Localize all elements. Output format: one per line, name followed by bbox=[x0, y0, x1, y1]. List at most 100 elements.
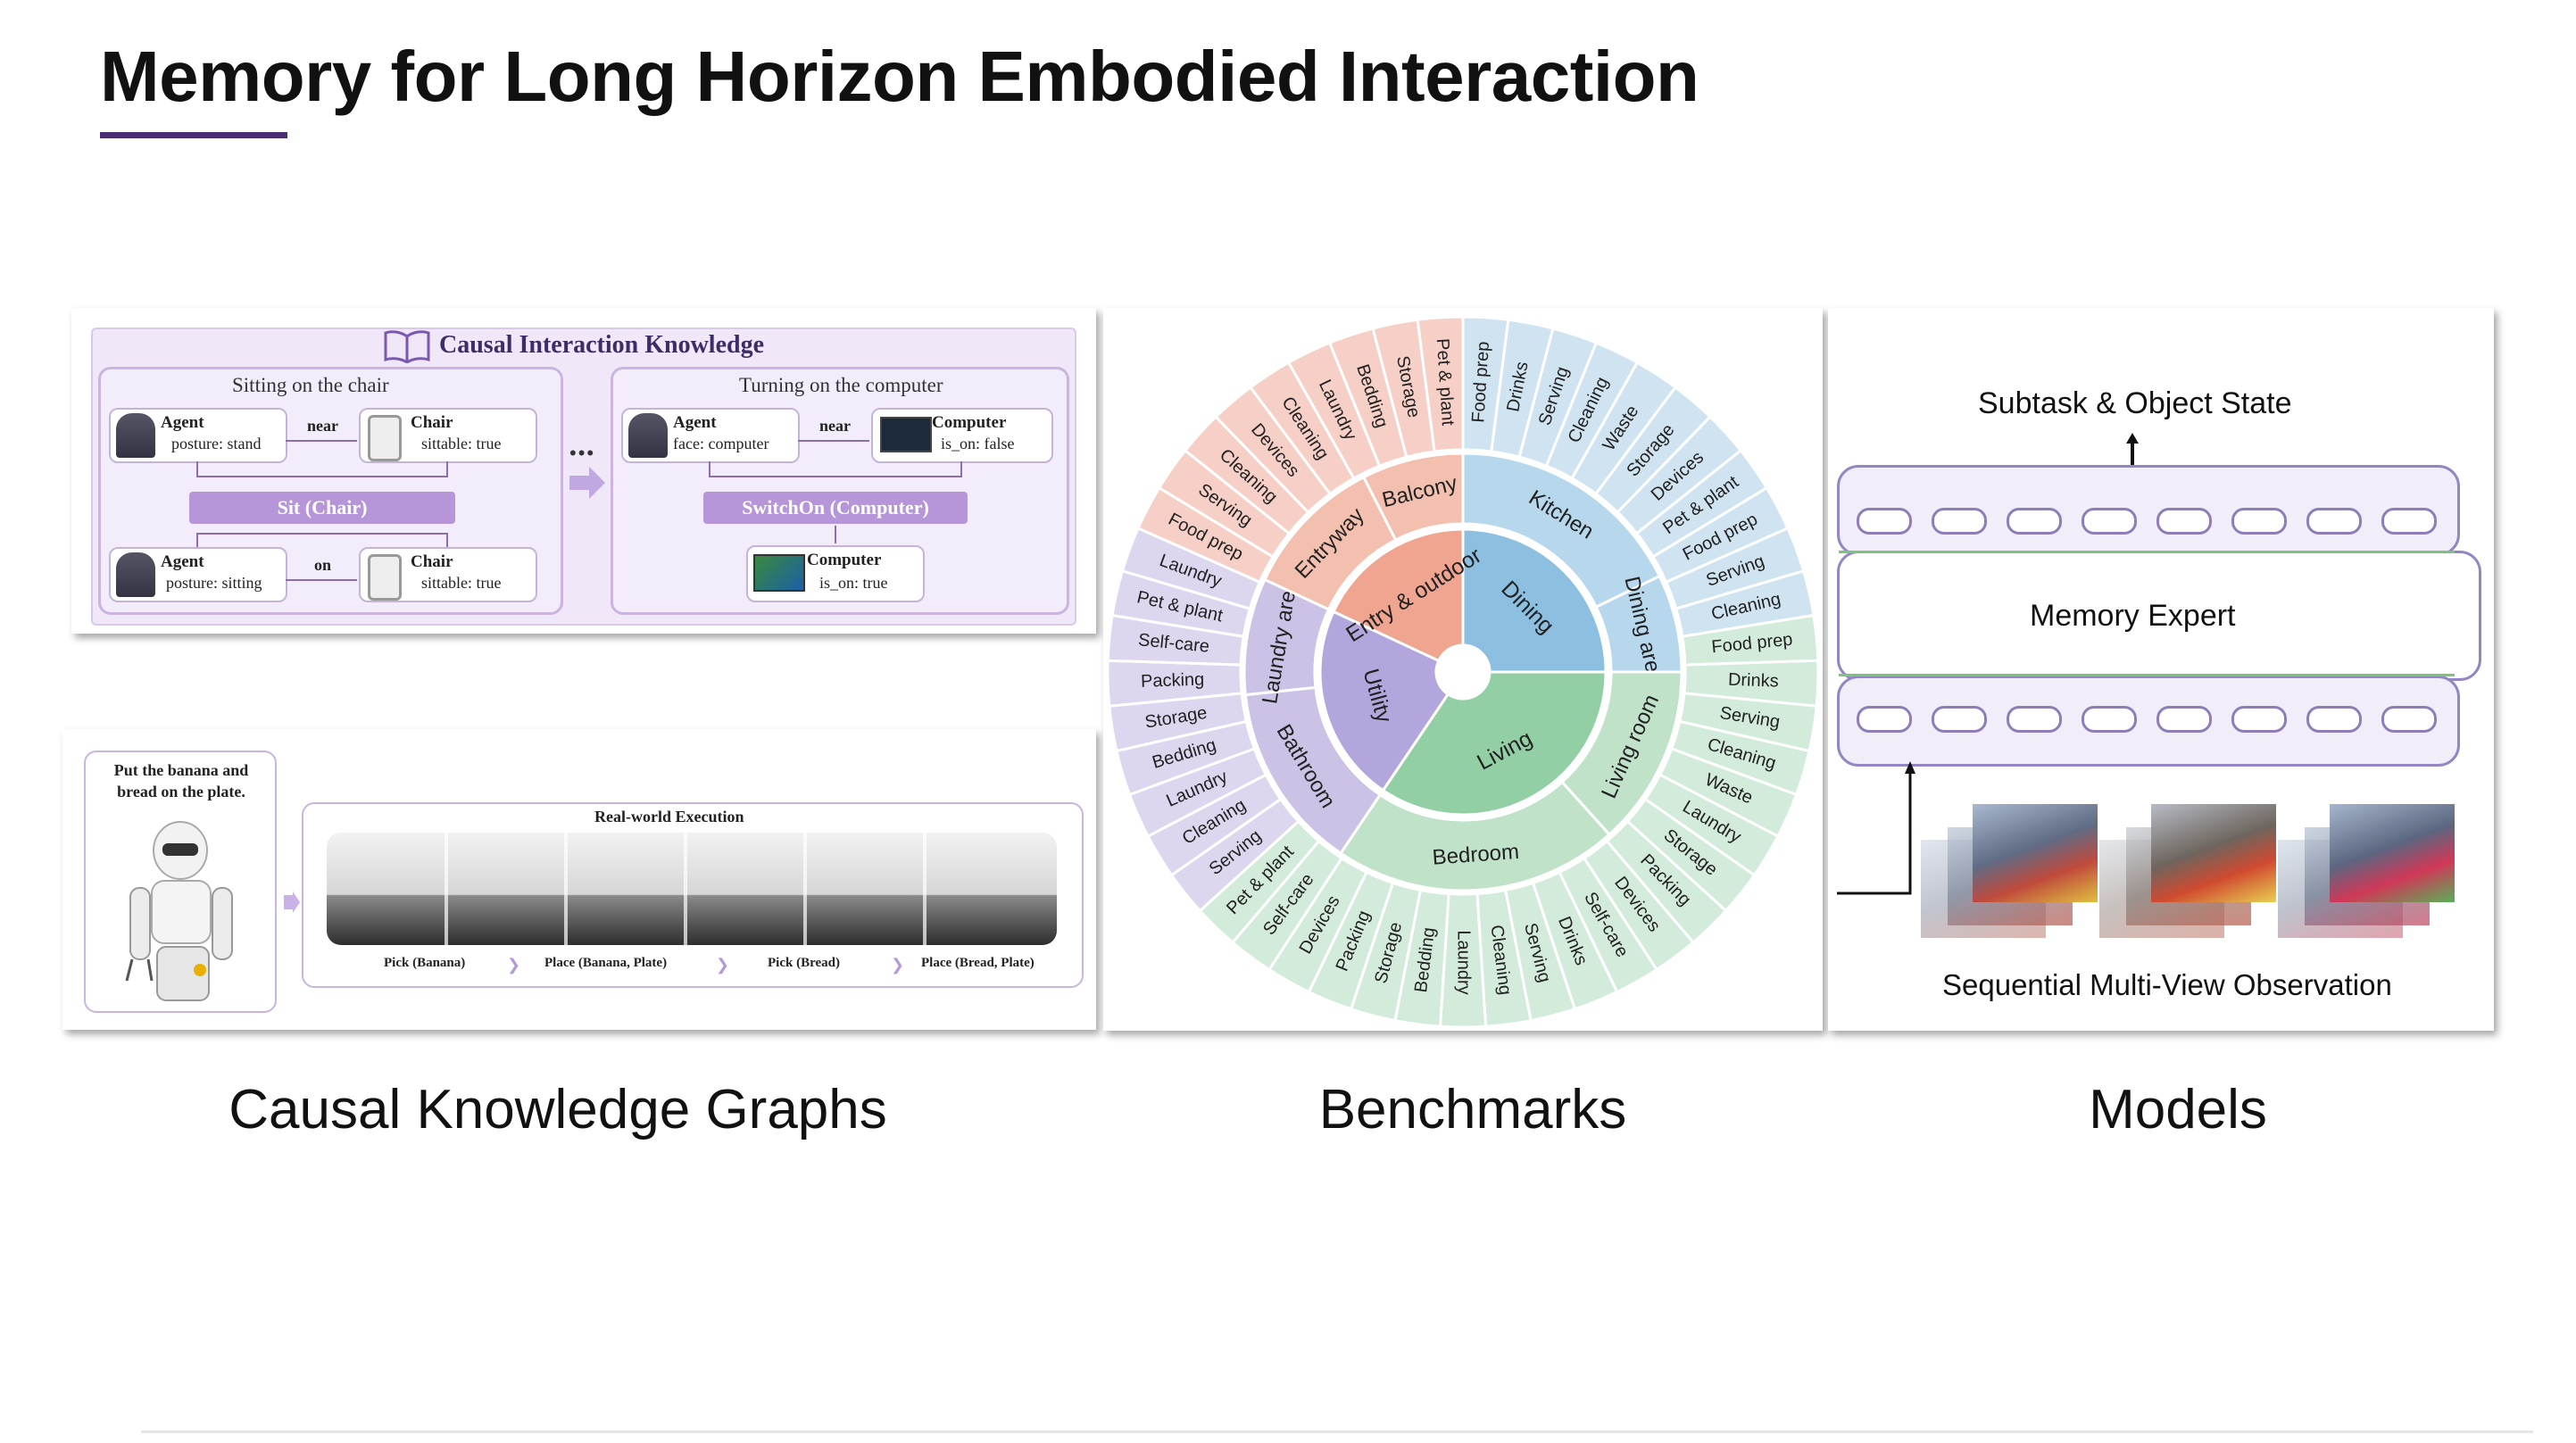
obs-frame bbox=[2151, 804, 2276, 902]
top-token-bar bbox=[1837, 465, 2460, 556]
causal-header: Causal Interaction Knowledge bbox=[439, 331, 764, 359]
computer-off-node: Computer is_on: false bbox=[871, 408, 1053, 463]
frame-divider-4 bbox=[803, 833, 807, 945]
frame-divider-2 bbox=[564, 833, 568, 945]
computer-off-title: Computer bbox=[932, 413, 1007, 432]
input-token bbox=[1857, 706, 1912, 733]
action-switchon: SwitchOn (Computer) bbox=[703, 492, 968, 524]
step-arrow-icon-2: ❯ bbox=[716, 956, 730, 974]
chair-bottom-state: sittable: true bbox=[421, 574, 502, 592]
relation-line-2 bbox=[286, 579, 357, 581]
bracket-bottom-horiz bbox=[196, 533, 448, 535]
output-token bbox=[1932, 508, 1987, 535]
chair-bottom-title: Chair bbox=[411, 552, 453, 571]
footer-rule bbox=[141, 1431, 2533, 1433]
instruction-text: Put the banana and bread on the plate. bbox=[113, 761, 249, 800]
agent-face-state: face: computer bbox=[673, 435, 769, 452]
frame-divider-1 bbox=[445, 833, 448, 945]
chair-top-title: Chair bbox=[411, 413, 453, 432]
relation-line-3 bbox=[798, 440, 869, 442]
input-token bbox=[2156, 706, 2212, 733]
bracket-top-horiz bbox=[196, 476, 448, 477]
bracket-left-top bbox=[196, 461, 198, 476]
bracket-left-bottom bbox=[196, 533, 198, 547]
agent-stand-node: Agent posture: stand bbox=[109, 408, 287, 463]
robot-figure bbox=[125, 818, 241, 1006]
input-token bbox=[1932, 706, 1987, 733]
execution-frames bbox=[327, 833, 1057, 945]
agent-icon-3 bbox=[628, 413, 668, 458]
bracket-right-top bbox=[446, 461, 448, 476]
right-arrow-icon bbox=[568, 465, 607, 501]
bottom-token-bar bbox=[1837, 676, 2460, 767]
step-arrow-icon-3: ❯ bbox=[891, 956, 905, 974]
inner-segment bbox=[1381, 670, 1608, 817]
continuation-dots: ••• bbox=[569, 442, 596, 464]
chair-top-state: sittable: true bbox=[421, 435, 502, 452]
causal-knowledge-panel: Causal Interaction Knowledge Sitting on … bbox=[71, 308, 1096, 634]
model-panel: Subtask & Object State Memory Expert bbox=[1828, 308, 2494, 1031]
bracket-r-left bbox=[709, 461, 710, 476]
agent-sitting-title: Agent bbox=[161, 552, 204, 571]
execution-panel: Put the banana and bread on the plate. R… bbox=[62, 729, 1096, 1030]
relation-near-1: near bbox=[307, 417, 338, 435]
monitor-icon bbox=[880, 417, 932, 452]
outer-label: Packing bbox=[1141, 670, 1205, 692]
output-label: Subtask & Object State bbox=[1978, 386, 2292, 420]
agent-icon bbox=[116, 413, 155, 458]
agent-sitting-state: posture: sitting bbox=[166, 574, 262, 592]
chair-node-bottom: Chair sittable: true bbox=[359, 547, 537, 602]
bracket-r-horiz bbox=[709, 476, 962, 477]
computer-off-state: is_on: false bbox=[941, 435, 1015, 452]
output-token bbox=[2007, 508, 2062, 535]
outer-label: Laundry bbox=[1454, 930, 1474, 994]
input-connector bbox=[1837, 761, 1926, 913]
input-token bbox=[2306, 706, 2362, 733]
input-token bbox=[2381, 706, 2437, 733]
chair-icon bbox=[368, 415, 402, 461]
obs-frame bbox=[1973, 804, 2098, 902]
output-token bbox=[2082, 508, 2137, 535]
execution-header: Real-world Execution bbox=[594, 808, 744, 825]
chair-icon-2 bbox=[368, 554, 402, 601]
input-label: Sequential Multi-View Observation bbox=[1942, 968, 2392, 1001]
input-token bbox=[2007, 706, 2062, 733]
agent-face-title: Agent bbox=[673, 413, 717, 432]
agent-stand-state: posture: stand bbox=[171, 435, 262, 452]
agent-face-node: Agent face: computer bbox=[621, 408, 800, 463]
observation-stack-3 bbox=[2278, 804, 2456, 940]
memory-expert-label: Memory Expert bbox=[2030, 599, 2236, 633]
chair-node-top: Chair sittable: true bbox=[359, 408, 537, 463]
output-token bbox=[1857, 508, 1912, 535]
bracket-right-bottom bbox=[446, 533, 448, 547]
obs-frame bbox=[2330, 804, 2455, 902]
slide-title: Memory for Long Horizon Embodied Interac… bbox=[100, 37, 1699, 116]
relation-on: on bbox=[314, 556, 332, 574]
relation-near-2: near bbox=[819, 417, 851, 435]
observation-stack-1 bbox=[1921, 804, 2099, 940]
output-token bbox=[2156, 508, 2212, 535]
observation-stack-2 bbox=[2099, 804, 2278, 940]
input-token bbox=[2231, 706, 2287, 733]
input-token bbox=[2082, 706, 2137, 733]
right-example-title: Turning on the computer bbox=[739, 374, 943, 396]
output-token bbox=[2381, 508, 2437, 535]
wheel-center bbox=[1436, 645, 1490, 699]
agent-stand-title: Agent bbox=[161, 413, 204, 432]
relation-line-1 bbox=[286, 440, 357, 442]
action-down-line bbox=[835, 526, 836, 543]
middle-segment bbox=[1361, 452, 1465, 543]
frame-divider-5 bbox=[923, 833, 927, 945]
step-place-banana: Place (Banana, Plate) bbox=[544, 956, 668, 970]
outer-label: Drinks bbox=[1728, 670, 1779, 692]
book-icon bbox=[382, 329, 432, 364]
step-place-bread: Place (Bread, Plate) bbox=[921, 956, 1035, 970]
step-pick-bread: Pick (Bread) bbox=[768, 956, 840, 970]
action-sit: Sit (Chair) bbox=[189, 492, 455, 524]
caption-causal-knowledge-graphs: Causal Knowledge Graphs bbox=[229, 1079, 887, 1140]
frame-divider-3 bbox=[684, 833, 687, 945]
bracket-r-right bbox=[960, 461, 962, 476]
separator-line-bottom bbox=[1839, 674, 2455, 676]
